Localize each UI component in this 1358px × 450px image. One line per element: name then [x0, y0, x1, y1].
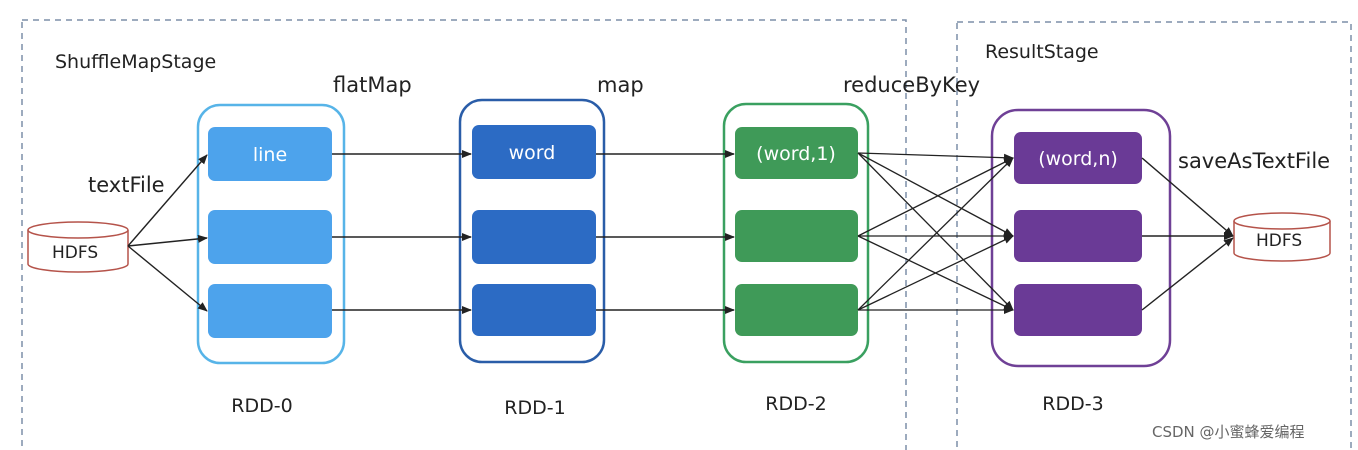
rdd-3-cell-1-text: (word,n) — [1038, 148, 1118, 170]
arrow-rdd2p1-to-rdd3p2 — [857, 152, 1014, 237]
reduce-by-key-arrows — [857, 152, 1014, 314]
hdfs-input-label: HDFS — [52, 243, 98, 263]
rdd-3-partition-1 — [1014, 132, 1142, 184]
rdd-3-partition-3 — [1014, 284, 1142, 336]
hdfs-input-cylinder: HDFS — [27, 221, 129, 273]
arrow-rdd3p3-to-hdfs — [1141, 237, 1234, 311]
op-reduce-by-key-label: reduceByKey — [843, 73, 980, 97]
arrow-rdd2p3-to-rdd3p1 — [857, 157, 1014, 311]
rdd-1-partition-2 — [472, 210, 596, 264]
rdd-3-label: RDD-3 — [1042, 393, 1103, 415]
arrow-hdfs-to-rdd0-p3 — [127, 245, 208, 312]
rdd-1-partition-1 — [472, 125, 596, 179]
arrow-rdd2p3-to-rdd3p2 — [857, 235, 1014, 311]
flat-map-arrows — [332, 150, 472, 314]
rdd-1-label: RDD-1 — [504, 397, 565, 419]
rdd-2-cell-1-text: (word,1) — [756, 143, 836, 165]
op-flat-map-label: flatMap — [333, 73, 412, 97]
text-file-arrows — [127, 154, 208, 312]
rdd-0-cell-1-text: line — [253, 144, 287, 166]
arrow-hdfs-to-rdd0-p2 — [127, 234, 208, 247]
rdd-3-partition-2 — [1014, 210, 1142, 262]
map-arrows — [596, 150, 735, 314]
rdd-2-partition-1 — [735, 127, 858, 179]
rdd-2: (word,1) — [722, 102, 870, 364]
shuffle-map-stage-label: ShuffleMapStage — [55, 51, 216, 73]
rdd-0: line — [196, 103, 346, 365]
arrow-rdd3p1-to-hdfs — [1141, 157, 1234, 237]
rdd-2-label: RDD-2 — [765, 393, 826, 415]
save-as-text-file-arrows — [1141, 157, 1234, 311]
op-map-label: map — [597, 73, 644, 97]
arrow-hdfs-to-rdd0-p1 — [127, 154, 208, 247]
shuffle-map-stage-box — [21, 19, 907, 450]
rdd-0-partition-3 — [208, 284, 332, 338]
rdd-1-cell-1-text: word — [509, 142, 556, 164]
hdfs-output-cylinder: HDFS — [1233, 212, 1331, 262]
rdd-0-partition-1 — [208, 127, 332, 181]
csdn-watermark: CSDN @小蜜蜂爱编程 — [1152, 423, 1305, 441]
hdfs-output-label: HDFS — [1256, 231, 1302, 251]
rdd-1-partition-3 — [472, 284, 596, 336]
rdd-0-label: RDD-0 — [231, 395, 292, 417]
op-save-as-text-file-label: saveAsTextFile — [1178, 149, 1330, 173]
rdd-3: (word,n) — [990, 108, 1172, 368]
op-text-file-label: textFile — [88, 173, 165, 197]
arrow-rdd2p1-to-rdd3p3 — [857, 152, 1014, 311]
rdd-2-partition-2 — [735, 210, 858, 262]
arrow-rdd2p2-to-rdd3p1 — [857, 157, 1014, 237]
rdd-0-partition-2 — [208, 210, 332, 264]
arrow-rdd2p1-to-rdd3p1 — [857, 152, 1014, 162]
rdd-1: word — [458, 98, 606, 364]
rdd-2-partition-3 — [735, 284, 858, 336]
result-stage-label: ResultStage — [985, 41, 1099, 63]
